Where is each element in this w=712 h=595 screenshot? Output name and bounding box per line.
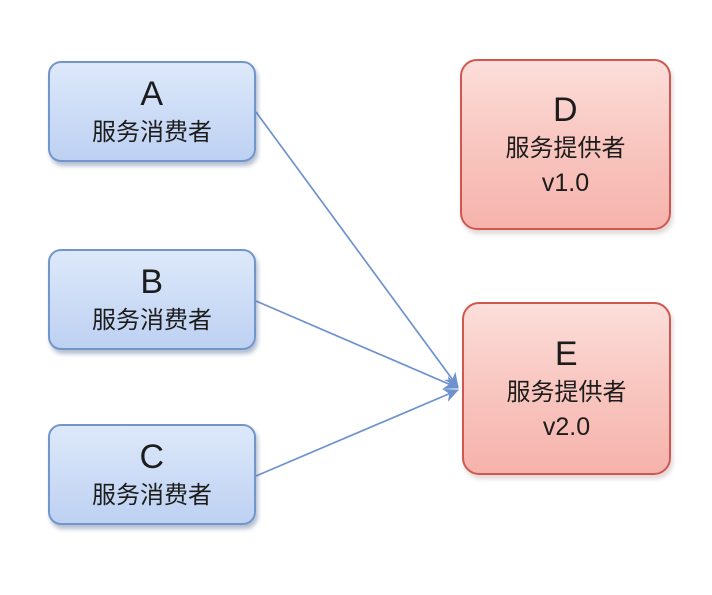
node-b-label: 服务消费者 — [92, 307, 212, 334]
node-c-label: 服务消费者 — [92, 482, 212, 509]
node-a-letter: A — [140, 75, 164, 113]
arrow-c-to-e — [255, 389, 459, 477]
node-d-label: 服务提供者 — [505, 135, 626, 162]
node-d-version: v1.0 — [541, 169, 590, 197]
node-e-version: v2.0 — [542, 413, 591, 441]
node-e-label: 服务提供者 — [506, 379, 627, 406]
node-b-service-consumer: B 服务消费者 — [48, 249, 256, 350]
arrow-a-to-e — [255, 111, 459, 388]
node-e-letter: E — [554, 335, 579, 373]
node-d-letter: D — [552, 91, 579, 129]
node-c-service-consumer: C 服务消费者 — [48, 424, 256, 525]
node-a-service-consumer: A 服务消费者 — [48, 61, 256, 162]
node-a-label: 服务消费者 — [92, 119, 212, 146]
node-d-service-provider-v1: D 服务提供者 v1.0 — [460, 59, 671, 230]
node-e-service-provider-v2: E 服务提供者 v2.0 — [462, 302, 671, 475]
arrow-b-to-e — [255, 300, 459, 389]
node-b-letter: B — [140, 263, 164, 301]
node-c-letter: C — [139, 438, 165, 476]
